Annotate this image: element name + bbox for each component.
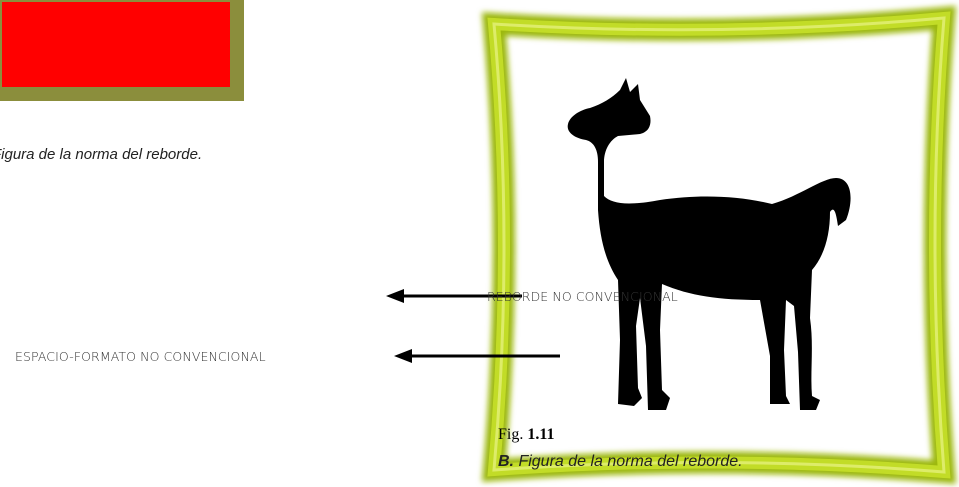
figure-caption-a: Figura de la norma del reborde. [0, 146, 203, 163]
green-frame [481, 5, 957, 484]
llama-silhouette-icon [567, 78, 851, 410]
arrow-reborde [386, 289, 522, 303]
figure-number-value: 1.11 [527, 426, 555, 443]
figure-number: Fig. 1.11 [498, 426, 554, 444]
label-espacio: ESPACIO-FORMATO NO CONVENCIONAL [15, 349, 266, 364]
figure-caption-b: B. Figura de la norma del reborde. [498, 453, 743, 471]
left-arrow-icon [394, 349, 412, 363]
label-reborde: REBORDE NO CONVENCIONAL [487, 289, 678, 304]
red-block [0, 0, 244, 101]
arrow-espacio [394, 349, 560, 363]
figure-caption-text: Figura de la norma del reborde. [518, 453, 743, 470]
left-arrow-icon [386, 289, 404, 303]
figure-letter: B. [498, 453, 514, 470]
figure-prefix: Fig. [498, 426, 524, 443]
